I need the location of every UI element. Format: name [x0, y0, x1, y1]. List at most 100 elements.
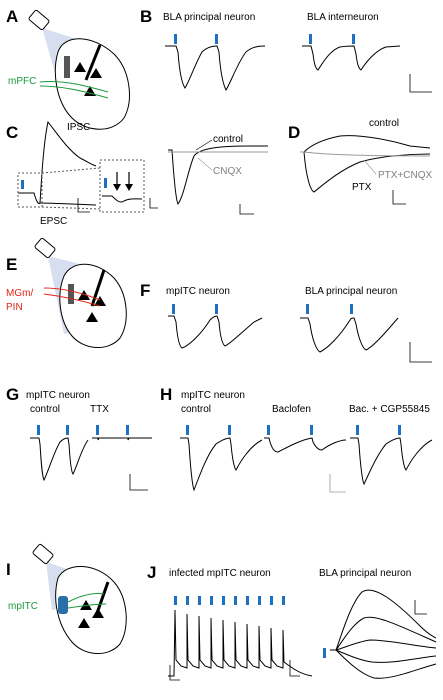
scale-bar [409, 342, 432, 363]
current-trace [92, 437, 152, 441]
panel-a-schematic: mPFC [8, 9, 130, 130]
panel-h-label: H [160, 385, 172, 404]
trace-title: BLA principal neuron [319, 568, 411, 579]
stimulus-marker [228, 425, 231, 435]
condition-label: Bac. + CGP55845 [349, 404, 430, 415]
panel-d-label: D [288, 123, 300, 142]
scale-bar [169, 665, 180, 681]
condition-label: control [181, 404, 211, 415]
panel-j-label: J [147, 563, 156, 582]
trace-title: BLA interneuron [307, 12, 379, 23]
current-trace [302, 45, 401, 71]
region-label: mpITC [8, 601, 38, 612]
current-trace [30, 437, 89, 482]
electrode-icon [84, 44, 102, 81]
neuron-icon [80, 600, 92, 610]
scale-bar [329, 474, 346, 493]
light-source-icon [28, 9, 50, 31]
current-trace [18, 120, 97, 204]
stimulus-marker [104, 178, 107, 188]
panel-b-label: B [140, 7, 152, 26]
current-trace [180, 437, 263, 492]
zoom-connector [41, 167, 101, 174]
stimulus-marker [198, 596, 201, 605]
stimulus-marker [282, 596, 285, 605]
electrode-icon [90, 269, 106, 307]
current-trace [300, 151, 431, 157]
trace-title: mpITC neuron [26, 390, 90, 401]
neuron-icon [78, 618, 90, 628]
axon-projection [67, 603, 107, 609]
panel-f-label: F [140, 281, 150, 300]
neuron-icon [74, 62, 86, 72]
axon-projection [67, 593, 105, 603]
stimulus-marker [174, 596, 177, 605]
voltage-trace [168, 609, 313, 677]
stimulus-marker [222, 596, 225, 605]
current-trace [300, 135, 431, 153]
axon-projection [39, 85, 109, 99]
stimulus-marker [310, 425, 313, 435]
voltage-trace [330, 649, 437, 663]
axon-projection [43, 293, 101, 307]
panel-e-label: E [6, 255, 17, 274]
stimulus-marker [21, 180, 24, 189]
trace-label: PTX+CNQX [378, 170, 433, 181]
stimulus-marker [306, 304, 309, 314]
scale-bar [289, 660, 300, 677]
arrow-icon [125, 184, 133, 191]
trace-title: mpITC neuron [166, 286, 230, 297]
current-trace [350, 437, 433, 486]
stimulus-marker [174, 34, 177, 44]
neuron-icon [78, 290, 90, 300]
stimulus-marker [186, 596, 189, 605]
stimulus-marker [352, 34, 355, 44]
stimulus-marker [210, 596, 213, 605]
infected-terminal-icon [64, 56, 70, 78]
neuron-icon [94, 296, 106, 306]
stimulus-marker [267, 425, 270, 435]
stimulus-marker [234, 596, 237, 605]
current-trace [168, 315, 263, 349]
stimulus-marker [186, 425, 189, 435]
axon-projection [43, 287, 101, 301]
inset-box [99, 159, 145, 213]
trace-title: mpITC neuron [181, 390, 245, 401]
trace-label: control [213, 134, 243, 145]
neuron-icon [90, 68, 102, 78]
current-trace [264, 437, 347, 453]
stimulus-marker [215, 34, 218, 44]
trace-label: PTX [352, 182, 372, 193]
arrow-icon [113, 184, 121, 191]
light-source-icon [34, 237, 56, 259]
scale-bar [149, 198, 158, 209]
scale-bar [392, 190, 406, 205]
panel-g-label: G [6, 385, 19, 404]
trace-label: IPSC [67, 122, 90, 133]
voltage-trace [330, 649, 437, 679]
region-label: mPFC [8, 76, 36, 87]
trace-label: EPSC [40, 216, 67, 227]
trace-title: BLA principal neuron [305, 286, 397, 297]
panel-i-label: I [6, 560, 11, 579]
zoom-connector [41, 206, 101, 210]
stimulus-marker [172, 304, 175, 314]
panel-c-label: C [6, 123, 18, 142]
region-label: MGm/ [6, 288, 33, 299]
scale-bar [409, 74, 432, 93]
label-leader [363, 159, 377, 175]
stimulus-marker [126, 425, 129, 435]
trace-label: CNQX [213, 166, 242, 177]
voltage-trace [330, 639, 437, 651]
label-leader [197, 157, 213, 171]
light-source-icon [32, 543, 54, 565]
region-label: PIN [6, 302, 23, 313]
neuron-icon [86, 312, 98, 322]
spike-train-stimuli [174, 596, 285, 605]
current-trace [102, 195, 143, 203]
infected-cluster-icon [58, 596, 68, 614]
trace-title: infected mpITC neuron [169, 568, 271, 579]
stimulus-marker [258, 596, 261, 605]
trace-label: control [369, 118, 399, 129]
panel-i-schematic: mpITC [8, 543, 127, 654]
